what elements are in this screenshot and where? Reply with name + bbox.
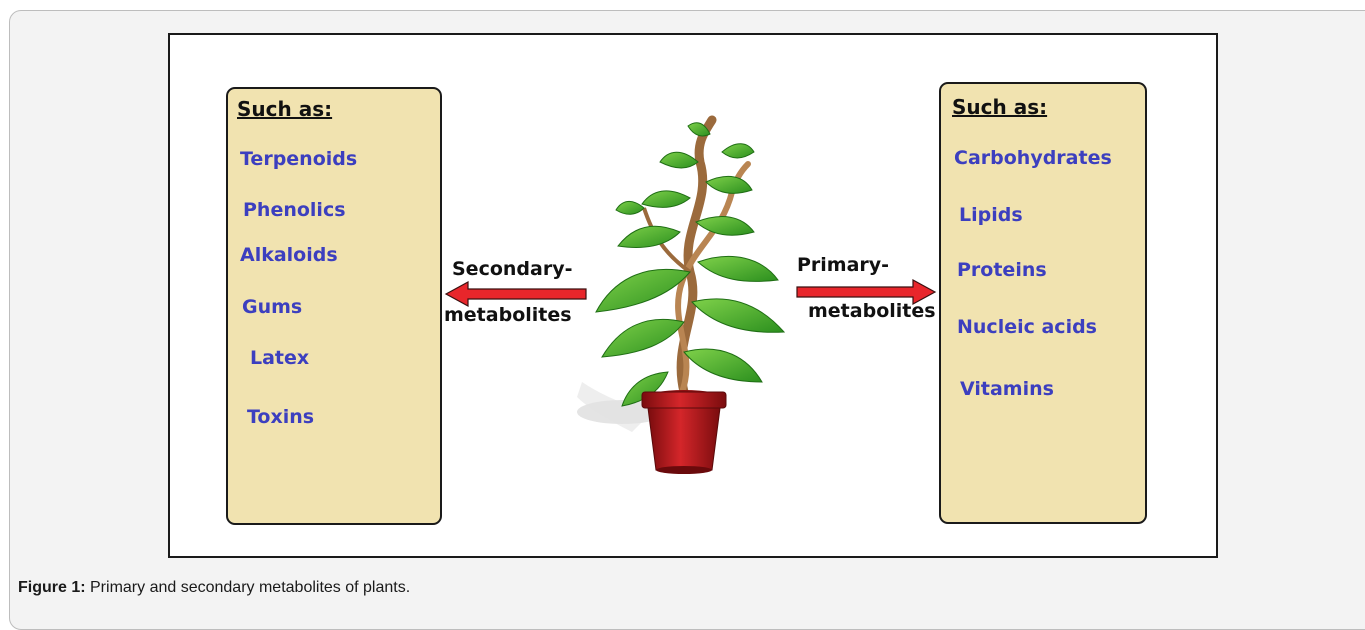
primary-item-proteins: Proteins [957, 259, 1047, 281]
primary-item-lipids: Lipids [959, 204, 1023, 226]
primary-item-vitamins: Vitamins [960, 378, 1054, 400]
primary-item-nucleic-acids: Nucleic acids [957, 316, 1097, 338]
secondary-such-as-heading: Such as: [237, 97, 332, 121]
secondary-item-gums: Gums [242, 296, 302, 318]
primary-such-as-heading: Such as: [952, 95, 1047, 119]
figure-caption-text: Primary and secondary metabolites of pla… [86, 579, 411, 596]
secondary-arrow-label-line2: metabolites [444, 304, 572, 326]
potted-plant-icon [572, 112, 802, 480]
primary-arrow-label-line1: Primary- [797, 254, 889, 276]
secondary-item-phenolics: Phenolics [243, 199, 346, 221]
secondary-arrow-label-line1: Secondary- [452, 258, 572, 280]
figure-caption-label: Figure 1: [18, 579, 86, 596]
primary-item-carbohydrates: Carbohydrates [954, 147, 1112, 169]
secondary-item-toxins: Toxins [247, 406, 314, 428]
secondary-item-latex: Latex [250, 347, 309, 369]
secondary-item-alkaloids: Alkaloids [240, 244, 338, 266]
primary-arrow-label-line2: metabolites [808, 300, 936, 322]
figure-caption: Figure 1: Primary and secondary metaboli… [18, 579, 410, 597]
secondary-item-terpenoids: Terpenoids [240, 148, 357, 170]
